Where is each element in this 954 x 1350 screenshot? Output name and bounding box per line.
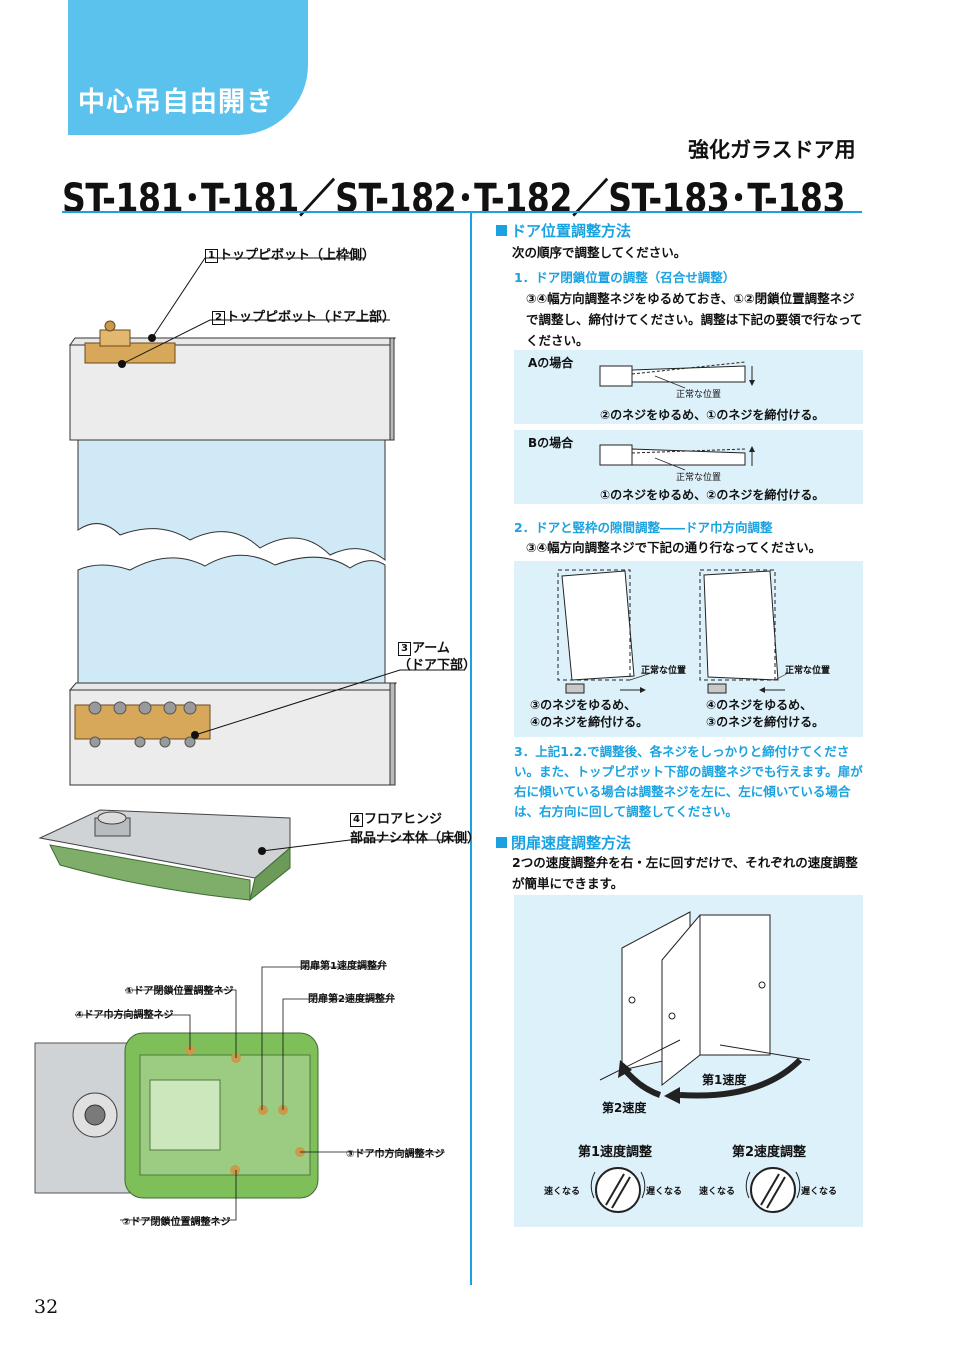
section-tab-title: 中心吊自由開き [78,87,274,118]
label-closing-screw2: ②ドア閉鎖位置調整ネジ [122,1217,231,1228]
gap-left-normal-label: 正常な位置 [641,666,687,676]
column-divider [470,213,472,1285]
speed-panel [514,895,863,1227]
case-b-label: Bの場合 [528,436,574,450]
adj2-slower: 遅くなる [801,1187,838,1197]
adj1-faster: 速くなる [544,1187,581,1197]
label-width-screw3: ③ドア巾方向調整ネジ [346,1149,445,1160]
label-speed2-valve: 閉扉第2速度調整弁 [308,994,395,1005]
title-rule [62,211,862,213]
case-b-panel [514,430,863,504]
adj1-title: 第1速度調整 [578,1145,653,1160]
speed-section-title: 閉扉速度調整方法 [496,832,631,853]
speed-section-text: 2つの速度調整弁を右・左に回すだけで、それぞれの速度調整が簡単にできます。 [512,855,858,891]
gap-left-instruction: ③のネジをゆるめ、 ④のネジを締付ける。 [530,698,649,729]
case-a-normal-label: 正常な位置 [676,390,722,400]
gap-right-instruction: ④のネジをゆるめ、 ③のネジを締付ける。 [706,698,825,729]
adj1-slower: 遅くなる [646,1187,683,1197]
door-illustration [34,257,468,1221]
case-b-normal-label: 正常な位置 [676,473,722,483]
square-bullet-icon [496,225,507,236]
speed2-label: 第2速度 [602,1101,647,1115]
case-b-instruction: ①のネジをゆるめ、②のネジを締付ける。 [600,488,825,502]
page-number: 32 [34,1296,59,1318]
model-title: ST-181･T-181／ST-182･T-182／ST-183･T-183 [62,176,846,222]
case-a-instruction: ②のネジをゆるめ、①のネジを締付ける。 [600,408,825,422]
speed1-label: 第1速度 [702,1073,747,1087]
gap-right-normal-label: 正常な位置 [785,666,831,676]
step3-text: 3．上記1.2.で調整後、各ネジをしっかりと締付けてください。また、トップピボッ… [514,744,863,819]
case-a-label: Aの場合 [528,356,574,370]
position-intro: 次の順序で調整してください。 [512,245,687,260]
square-bullet-icon [496,837,507,848]
section-tab [68,0,308,135]
step1-title: 1．ドア閉鎖位置の調整（召合せ調整） [514,270,736,285]
adj2-title: 第2速度調整 [732,1145,807,1160]
step2-text: ③④幅方向調整ネジで下記の通り行なってください。 [526,540,822,555]
position-section-title: ドア位置調整方法 [496,220,631,241]
adj2-faster: 速くなる [699,1187,736,1197]
label-speed1-valve: 閉扉第1速度調整弁 [300,961,387,972]
label-closing-screw1: ①ドア閉鎖位置調整ネジ [125,986,234,997]
label-width-screw4: ④ドア巾方向調整ネジ [75,1010,174,1021]
page-subtitle: 強化ガラスドア用 [688,138,856,162]
step1-text: ③④幅方向調整ネジをゆるめておき、①②閉鎖位置調整ネジで調整し、締付けてください… [526,291,863,348]
step2-title: 2．ドアと竪枠の隙間調整――ドア巾方向調整 [514,520,773,535]
